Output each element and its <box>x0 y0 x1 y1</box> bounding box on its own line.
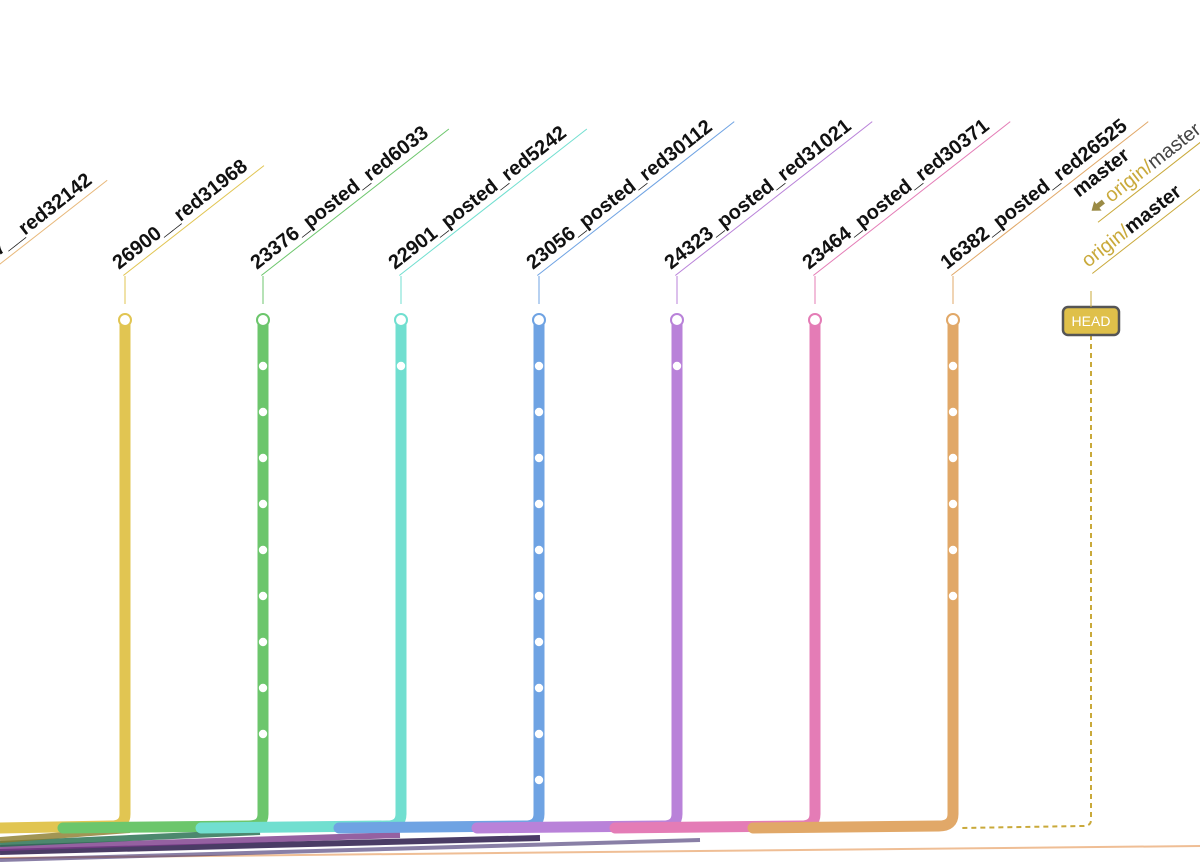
label-underline <box>813 121 1011 276</box>
label-underline <box>537 121 735 276</box>
tip-commit[interactable] <box>946 313 960 327</box>
commit-dot[interactable] <box>534 545 544 555</box>
branch-line <box>195 314 407 834</box>
remote-master-underline <box>1092 182 1200 274</box>
branch-line <box>471 314 683 834</box>
master-underline <box>1097 128 1200 223</box>
tip-commit[interactable] <box>808 313 822 327</box>
commit-dot[interactable] <box>534 729 544 739</box>
commit-dot[interactable] <box>948 361 958 371</box>
branch-line <box>57 314 269 834</box>
branch-label-group[interactable]: 327__red32142 <box>0 161 108 276</box>
label-underline <box>0 179 108 276</box>
tip-commit[interactable] <box>670 313 684 327</box>
tip-commit[interactable] <box>256 313 270 327</box>
label-underline <box>123 165 265 276</box>
commit-dot[interactable] <box>258 407 268 417</box>
commit-dot[interactable] <box>948 453 958 463</box>
commit-dot[interactable] <box>258 683 268 693</box>
head-badge-label: HEAD <box>1072 313 1111 329</box>
commit-dot[interactable] <box>258 499 268 509</box>
branch-label[interactable]: 327__red32142 <box>0 169 96 274</box>
remote-master-text: origin/master <box>1078 181 1186 272</box>
branch-line <box>333 314 545 834</box>
branch-label-group[interactable]: 26900__red31968 <box>109 147 265 276</box>
commit-dot[interactable] <box>948 591 958 601</box>
tip-commit[interactable] <box>118 313 132 327</box>
branch-26900__red31968[interactable]: 26900__red31968 <box>0 147 265 834</box>
head-badge[interactable]: HEAD <box>1061 305 1121 337</box>
commit-dot[interactable] <box>948 545 958 555</box>
head-connector <box>959 335 1092 829</box>
branch-line <box>747 314 959 834</box>
commit-dot[interactable] <box>534 683 544 693</box>
commit-dot[interactable] <box>534 775 544 785</box>
commit-dot[interactable] <box>534 591 544 601</box>
branch-line <box>609 314 821 834</box>
commit-dot[interactable] <box>258 637 268 647</box>
trunk-bundle <box>0 827 1200 862</box>
tip-commit[interactable] <box>394 313 408 327</box>
label-underline <box>261 128 450 276</box>
arrow-left-icon <box>1091 199 1105 211</box>
commit-dot[interactable] <box>948 499 958 509</box>
commit-dot[interactable] <box>258 729 268 739</box>
tip-commit[interactable] <box>532 313 546 327</box>
commit-dot[interactable] <box>258 361 268 371</box>
commit-dot[interactable] <box>258 591 268 601</box>
commit-dot[interactable] <box>534 453 544 463</box>
commit-dot[interactable] <box>534 361 544 371</box>
commit-dot[interactable] <box>948 407 958 417</box>
commit-dot[interactable] <box>396 361 406 371</box>
commit-dot[interactable] <box>258 545 268 555</box>
branch-line <box>0 314 131 834</box>
branch-label[interactable]: 26900__red31968 <box>109 155 252 274</box>
commit-dot[interactable] <box>534 637 544 647</box>
commit-dot[interactable] <box>534 407 544 417</box>
commit-dot[interactable] <box>258 453 268 463</box>
commit-dot[interactable] <box>534 499 544 509</box>
label-underline <box>675 121 873 276</box>
branch-327__red32142[interactable]: 327__red32142 <box>0 161 108 276</box>
label-underline <box>951 121 1149 276</box>
commit-dot[interactable] <box>672 361 682 371</box>
label-underline <box>399 128 588 276</box>
